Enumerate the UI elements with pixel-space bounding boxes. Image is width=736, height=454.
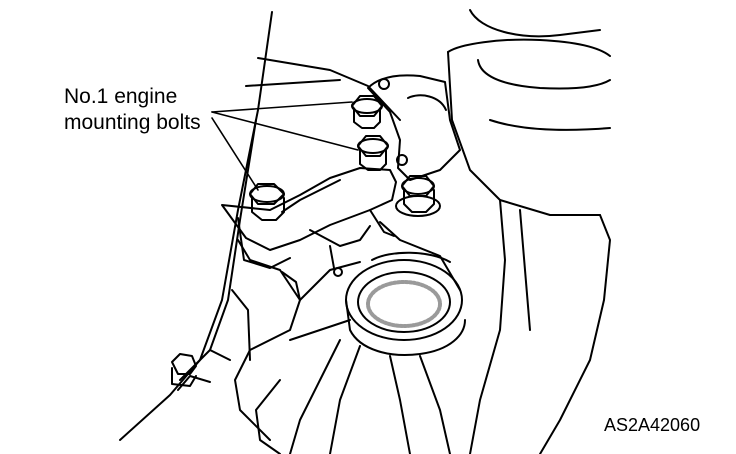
callout-label-line-1: No.1 engine [64, 85, 178, 108]
callout-label-line-2: mounting bolts [64, 111, 201, 134]
leader-to-bolt-left [211, 117, 259, 191]
bolt-left [249, 183, 285, 221]
cover-plate [367, 74, 461, 181]
callout-leaders [211, 101, 359, 191]
cylinder-housing [447, 9, 611, 454]
bolt-lower-left [171, 353, 197, 387]
figure-code: AS2A42060 [604, 415, 701, 435]
leader-to-bolt-upper [211, 101, 353, 113]
lower-webbing [255, 221, 461, 454]
leader-to-bolt-middle [211, 111, 359, 151]
mounting-bracket [221, 167, 397, 269]
bolt-middle [357, 135, 389, 171]
housing-outline [119, 11, 401, 441]
bolt-right [395, 175, 441, 217]
bolt-upper [351, 95, 383, 129]
bearing-seal [345, 251, 466, 356]
